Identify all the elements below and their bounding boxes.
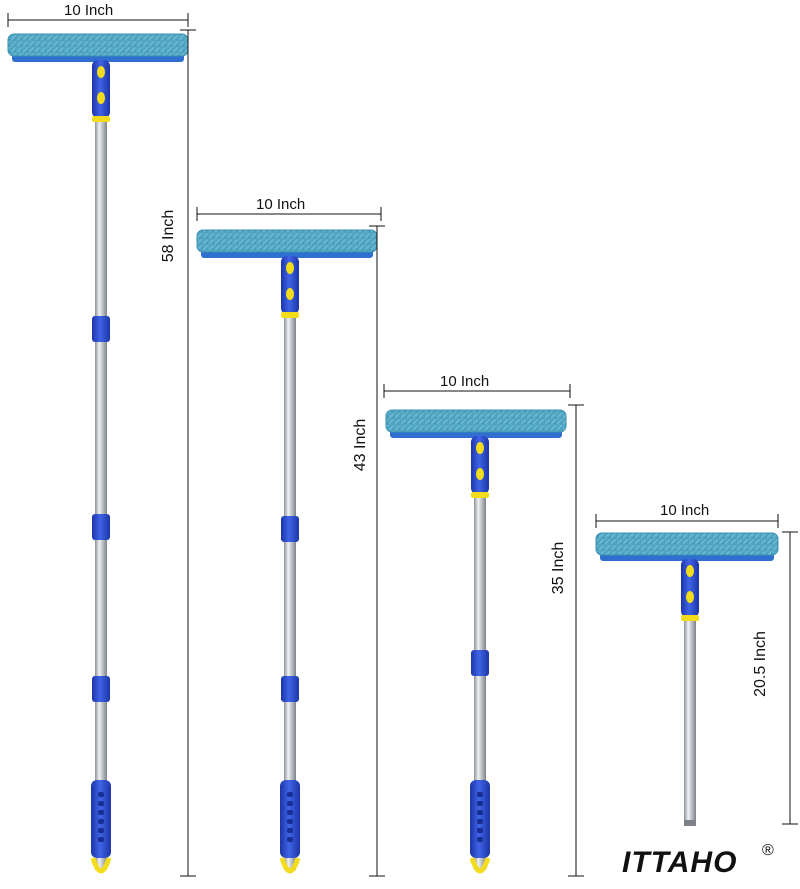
brand-logo: ITTAHO: [622, 846, 738, 879]
head-connector-2: [281, 256, 299, 314]
connector-ring-1: [92, 116, 110, 122]
length-label-2: 43 Inch: [352, 418, 370, 472]
pole-collar-3-1: [471, 650, 489, 676]
connector-button-top-1: [97, 66, 105, 78]
width-label-3: 10 Inch: [440, 373, 490, 390]
width-label-2: 10 Inch: [256, 196, 306, 213]
pole-2: [284, 262, 296, 870]
grip-rib-1-5: [98, 828, 104, 833]
connector-button-top-4: [686, 565, 694, 577]
connector-button-bottom-2: [286, 288, 294, 300]
width-label-4: 10 Inch: [660, 502, 710, 519]
length-label-4: 20.5 Inch: [751, 631, 769, 697]
microfiber-head-3: [385, 409, 567, 433]
grip-rib-3-2: [477, 801, 483, 806]
grip-rib-2-2: [287, 801, 293, 806]
grip-rib-2-3: [287, 810, 293, 815]
grip-rib-2-4: [287, 819, 293, 824]
connector-button-bottom-4: [686, 591, 694, 603]
microfiber-head-1: [7, 33, 189, 57]
grip-rib-3-1: [477, 792, 483, 797]
grip-rib-1-6: [98, 837, 104, 842]
head-connector-4: [681, 559, 699, 617]
grip-rib-1-3: [98, 810, 104, 815]
grip-rib-3-4: [477, 819, 483, 824]
connector-button-top-3: [476, 442, 484, 454]
pole-4: [684, 565, 696, 826]
pole-end-cap-4: [684, 820, 696, 826]
head-connector-3: [471, 436, 489, 494]
grip-rib-1-4: [98, 819, 104, 824]
pole-collar-2-2: [281, 676, 299, 702]
pole-1: [95, 70, 107, 870]
connector-button-bottom-1: [97, 92, 105, 104]
length-label-3: 35 Inch: [550, 541, 568, 595]
grip-rib-2-6: [287, 837, 293, 842]
connector-button-top-2: [286, 262, 294, 274]
width-label-1: 10 Inch: [64, 2, 114, 19]
grip-rib-3-3: [477, 810, 483, 815]
hang-loop-2: [279, 857, 301, 874]
registered-mark: ®: [762, 842, 774, 859]
grip-rib-1-1: [98, 792, 104, 797]
head-connector-1: [92, 60, 110, 118]
grip-rib-3-6: [477, 837, 483, 842]
pole-collar-1-1: [92, 316, 110, 342]
microfiber-head-2: [196, 229, 378, 253]
connector-button-bottom-3: [476, 468, 484, 480]
pole-collar-1-2: [92, 514, 110, 540]
connector-ring-4: [681, 615, 699, 621]
grip-rib-1-2: [98, 801, 104, 806]
pole-collar-1-3: [92, 676, 110, 702]
grip-rib-2-5: [287, 828, 293, 833]
hang-loop-3: [469, 857, 491, 874]
connector-ring-2: [281, 312, 299, 318]
length-label-1: 58 Inch: [160, 209, 178, 263]
connector-ring-3: [471, 492, 489, 498]
microfiber-head-4: [595, 532, 779, 556]
hang-loop-1: [90, 857, 112, 874]
grip-rib-3-5: [477, 828, 483, 833]
pole-collar-2-1: [281, 516, 299, 542]
grip-rib-2-1: [287, 792, 293, 797]
